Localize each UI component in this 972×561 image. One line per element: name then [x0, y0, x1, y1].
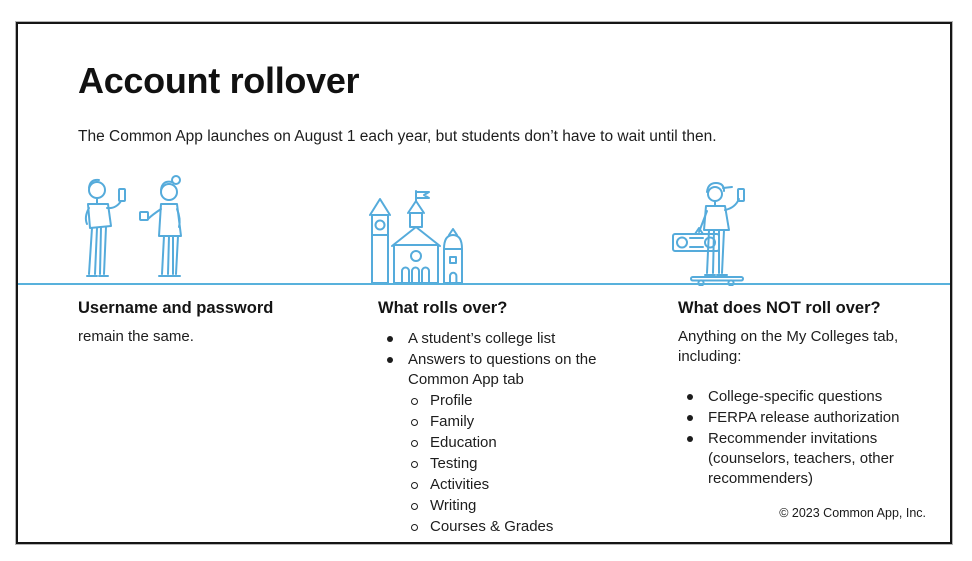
- college-building-icon: [369, 190, 463, 283]
- page-title: Account rollover: [78, 60, 360, 101]
- list-item: Profile: [378, 391, 603, 411]
- list-item: Recommender invitations (counselors, tea…: [678, 429, 928, 489]
- list-item: Courses & Grades: [378, 517, 603, 537]
- column-what-rolls-over: What rolls over? A student’s college lis…: [378, 298, 603, 538]
- column-not-roll-over: What does NOT roll over? Anything on the…: [678, 298, 928, 490]
- skater-illustration: [663, 180, 768, 286]
- subtitle-text: The Common App launches on August 1 each…: [78, 128, 717, 145]
- slide-frame: Account rollover The Common App launches…: [15, 21, 953, 545]
- list-item: A student’s college list: [378, 329, 603, 349]
- college-building-illustration: [366, 189, 466, 283]
- column-heading: What does NOT roll over?: [678, 299, 881, 317]
- column-username-password: Username and password remain the same.: [78, 298, 358, 347]
- list-item: Family: [378, 412, 603, 432]
- column-heading: Username and password: [78, 299, 274, 317]
- horizontal-divider-line: [18, 283, 950, 285]
- list-item: Writing: [378, 496, 603, 516]
- list-item: Activities: [378, 475, 603, 495]
- people-talking-icon: [84, 175, 182, 277]
- skater-icon: [672, 182, 745, 286]
- column-heading: What rolls over?: [378, 299, 508, 317]
- column-body-text: remain the same.: [78, 328, 194, 345]
- list-item: College-specific questions: [678, 387, 928, 407]
- list-item: Education: [378, 433, 603, 453]
- copyright-text: © 2023 Common App, Inc.: [779, 506, 926, 520]
- people-talking-illustration: [66, 174, 201, 286]
- column-intro-text: Anything on the My Colleges tab, includi…: [678, 328, 899, 365]
- list-item: Answers to questions on the Common App t…: [378, 350, 603, 390]
- list-item: FERPA release authorization: [678, 408, 928, 428]
- list-item: Testing: [378, 454, 603, 474]
